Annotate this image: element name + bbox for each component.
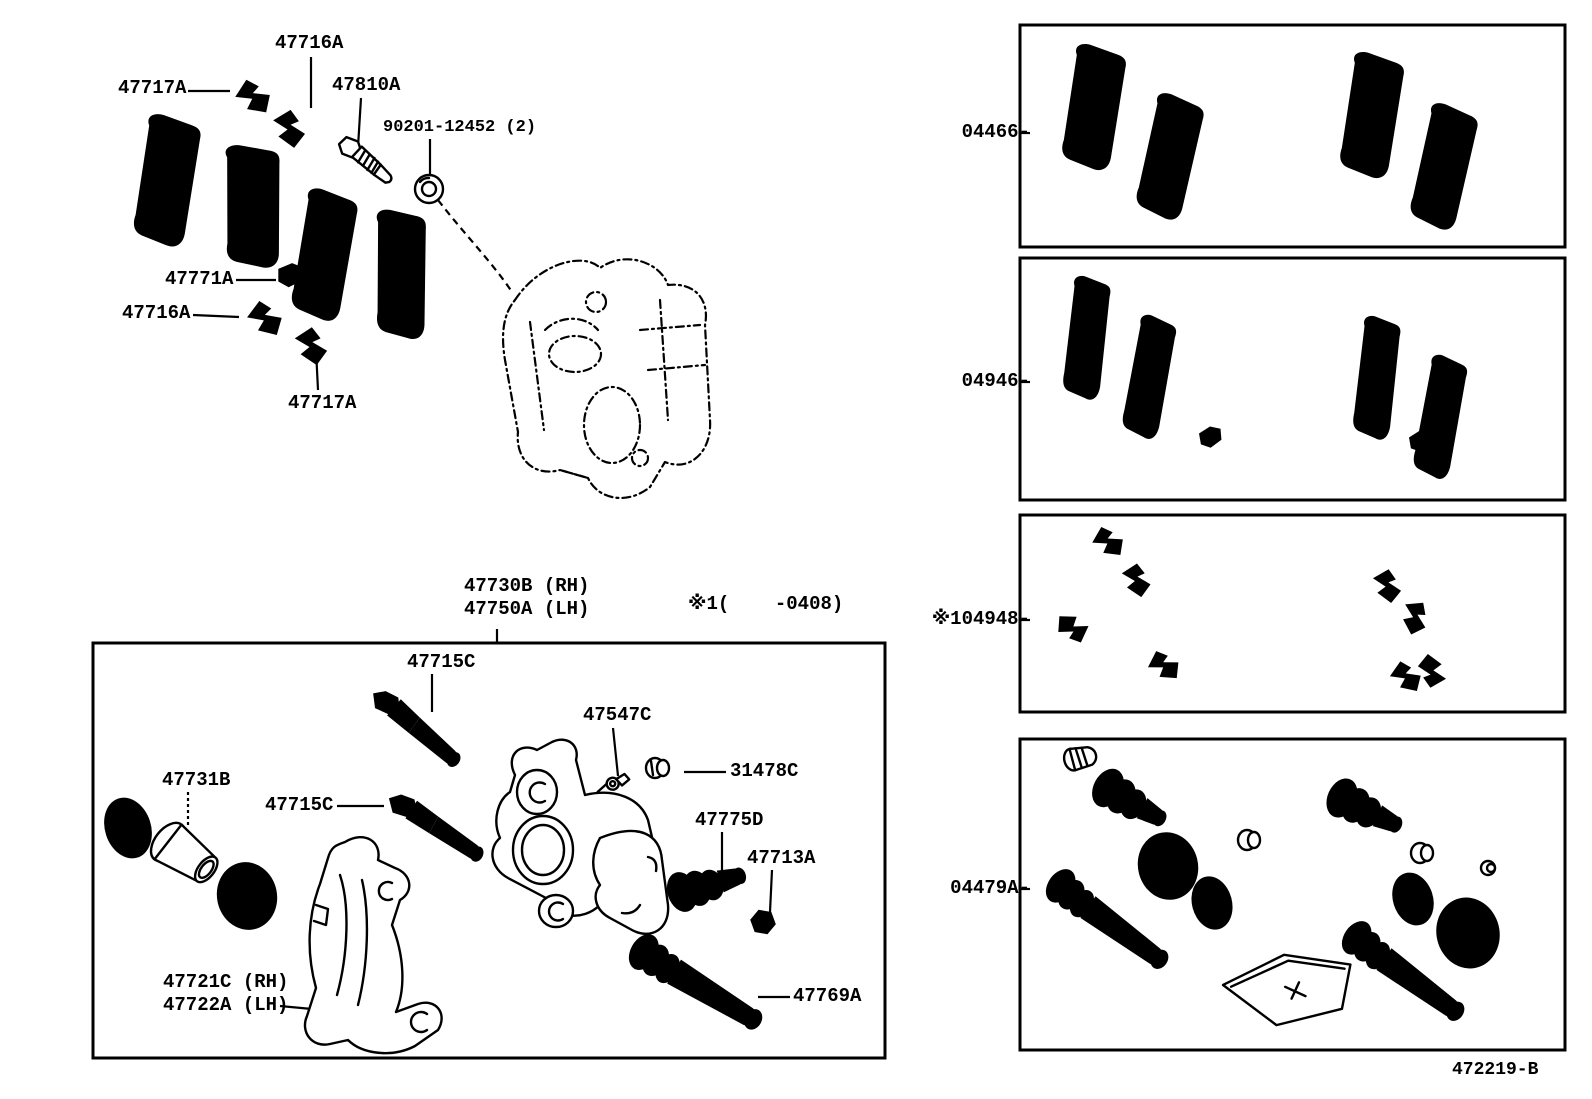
kit-bush [1409,841,1435,865]
pad-wear-clip [245,298,284,339]
figure-code: 472219-B [1452,1060,1539,1080]
shim-kit-box [1018,256,1567,502]
label-cylinder-boot: 47775D [695,809,764,831]
label-bleeder-plug: 47810A [332,74,401,96]
kit-brake-pad [1134,91,1206,222]
label-application-note: ※1( -0408) [688,593,844,615]
kit-clip [1198,424,1224,450]
kit-fitting-clip [1387,658,1424,696]
cylinder-boot-ring [210,856,284,936]
caliper-half [491,738,670,935]
pad-wear-clip [267,106,310,150]
brake-pad [290,187,360,323]
bleeder-plug [337,135,393,184]
kit-fitting-clip [1367,565,1406,605]
kit-fitting-clip [1088,522,1127,562]
leader-lines [186,57,1030,1011]
cylinder-kit-box [1018,737,1567,1052]
label-support-top: 47717A [118,77,187,99]
pad-kit-box [1018,23,1567,249]
kit-cap-nut [1062,746,1098,772]
label-fitting-kit: ※104948- [931,608,1030,630]
slide-pin [363,684,470,770]
kit-boot [1085,763,1176,837]
kit-oring [1385,867,1441,931]
kit-seal-ring [1428,890,1508,976]
label-shim-kit: 04946- [961,370,1030,392]
kit-fitting-clip [1117,560,1155,599]
label-anti-squeal: 47771A [165,268,234,290]
label-mounting-lh: 47722A (LH) [163,994,289,1016]
kit-fitting-clip [1392,594,1437,639]
caliper-housing-ghost [501,258,712,500]
disc-brake-mounting [303,836,443,1055]
label-slide-pin-lower: 47715C [265,794,334,816]
label-pad-kit: 04466- [961,121,1030,143]
label-piston: 47731B [162,769,231,791]
kit-fitting-clip [1053,608,1093,649]
kit-pad-shim [1351,315,1405,441]
label-slide-pin-upper: 47715C [407,651,476,673]
kit-brake-pad [1061,43,1128,172]
main-slide-pin [622,928,772,1038]
label-clip-mid: 47716A [122,302,191,324]
brake-pad [220,142,287,270]
kit-brake-pad [1408,101,1480,232]
brake-pad [132,113,202,248]
label-cylinder-assy-rh: 47730B (RH) [464,575,590,597]
label-support-low: 47717A [288,392,357,414]
kit-pad-shim [1061,275,1115,401]
kit-fitting-clip [1413,652,1452,692]
bush [644,756,671,780]
label-gasket: 90201-12452 (2) [383,118,537,137]
cap [748,908,778,936]
kit-grease-packet [1221,953,1352,1027]
kit-pad-shim [1120,313,1181,442]
caliper-assembly-box [91,641,887,1060]
slide-pin [381,788,492,865]
cylinder-boot [662,852,752,916]
brake-pad [371,208,431,341]
label-slide-main-pin: 47769A [793,985,862,1007]
fitting-kit-box [1018,513,1567,714]
kit-bush-small [1479,859,1497,877]
label-pin-stopper: 47547C [583,704,652,726]
label-bush: 31478C [730,760,799,782]
label-mounting-rh: 47721C (RH) [163,971,289,993]
pin-stopper [596,772,631,794]
label-cylinder-assy-lh: 47750A (LH) [464,598,590,620]
kit-brake-pad [1339,51,1406,180]
label-clip-top: 47716A [275,32,344,54]
kit-boot [1320,773,1411,844]
kit-fitting-clip [1144,645,1183,686]
pad-support-plate [290,324,332,367]
label-cylinder-kit: 04479A- [950,877,1030,899]
label-cap: 47713A [747,847,816,869]
pad-support-plate [232,75,274,118]
piston [149,821,219,884]
gasket-washer [413,173,445,205]
kit-bush [1236,828,1262,852]
kit-pad-shim [1411,353,1472,482]
